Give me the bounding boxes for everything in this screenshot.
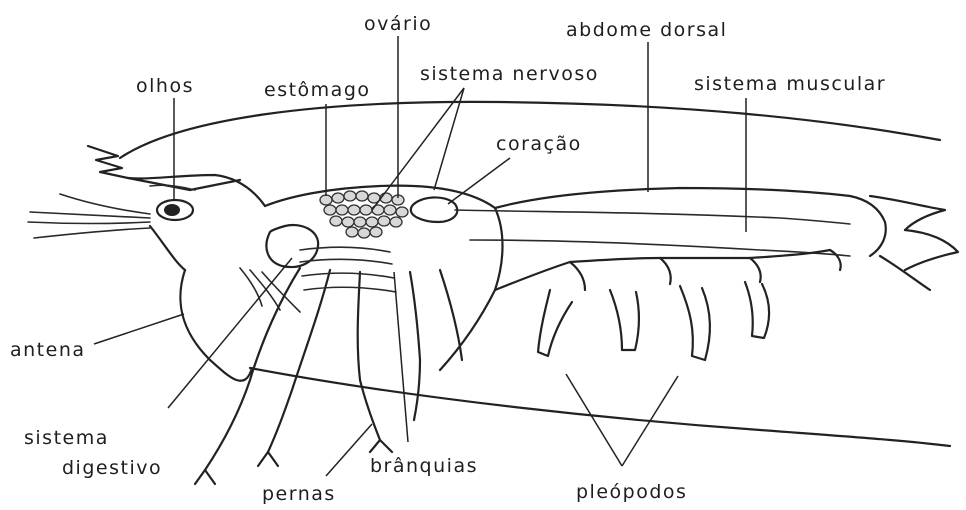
label-coracao: coração xyxy=(496,133,582,155)
label-ovario: ovário xyxy=(364,13,432,35)
walking-legs xyxy=(195,268,462,484)
carapace xyxy=(128,175,265,206)
label-estomago: estômago xyxy=(264,79,371,101)
label-pleopodos: pleópodos xyxy=(576,481,687,503)
label-pernas: pernas xyxy=(262,483,336,505)
cephalothorax xyxy=(265,186,503,370)
heart-organ xyxy=(411,197,457,222)
labels: ovário abdome dorsal olhos estômago sist… xyxy=(10,13,886,505)
label-branquias: brânquias xyxy=(370,455,478,477)
label-sistema-muscular: sistema muscular xyxy=(694,73,886,95)
dorsal-vessel xyxy=(455,210,850,224)
mouthparts xyxy=(240,268,300,312)
label-sistema-digestivo-line2: digestivo xyxy=(62,457,162,479)
gills-drawing xyxy=(300,247,396,292)
label-antena: antena xyxy=(10,339,86,361)
label-olhos: olhos xyxy=(136,75,194,97)
body-outline-bottom xyxy=(250,368,950,446)
abdomen-segments xyxy=(495,250,841,290)
label-abdome-dorsal: abdome dorsal xyxy=(566,19,727,41)
label-sistema-nervoso: sistema nervoso xyxy=(420,63,599,85)
abdomen-dorsal-surface xyxy=(495,188,850,208)
label-sistema-digestivo-line1: sistema xyxy=(24,427,109,449)
ovary-egg-cluster xyxy=(320,191,408,238)
tail-fan xyxy=(850,196,958,290)
pleopods-drawing xyxy=(538,282,769,360)
shrimp-drawing xyxy=(28,102,958,484)
rostrum xyxy=(88,146,240,190)
